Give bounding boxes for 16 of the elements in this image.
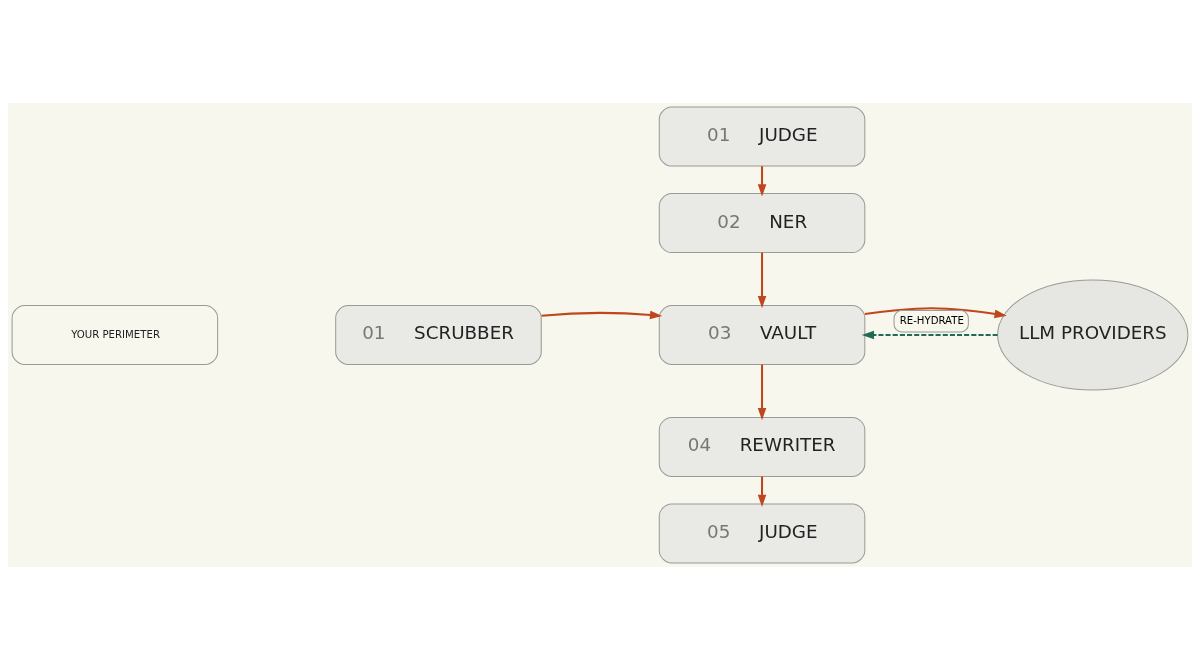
node-box: YOUR PERIMETER — [11, 304, 219, 365]
arrow — [757, 252, 767, 308]
node-box: 03 VAULT — [658, 304, 866, 365]
node-box: 04 REWRITER — [658, 416, 866, 477]
node-box: 01 SCRUBBER — [335, 304, 542, 365]
arrow — [757, 476, 767, 507]
arrow — [864, 306, 1007, 318]
arrow — [541, 310, 663, 319]
arrow — [757, 165, 767, 197]
arrow — [757, 364, 767, 420]
node-box: 05 JUDGE — [658, 502, 866, 563]
node-ellipse: LLM PROVIDERS — [997, 279, 1189, 390]
node-box: 01 JUDGE — [658, 106, 866, 167]
edge-label: RE-HYDRATE — [899, 314, 964, 326]
arrow — [861, 330, 998, 339]
node-box: 02 NER — [658, 192, 866, 253]
